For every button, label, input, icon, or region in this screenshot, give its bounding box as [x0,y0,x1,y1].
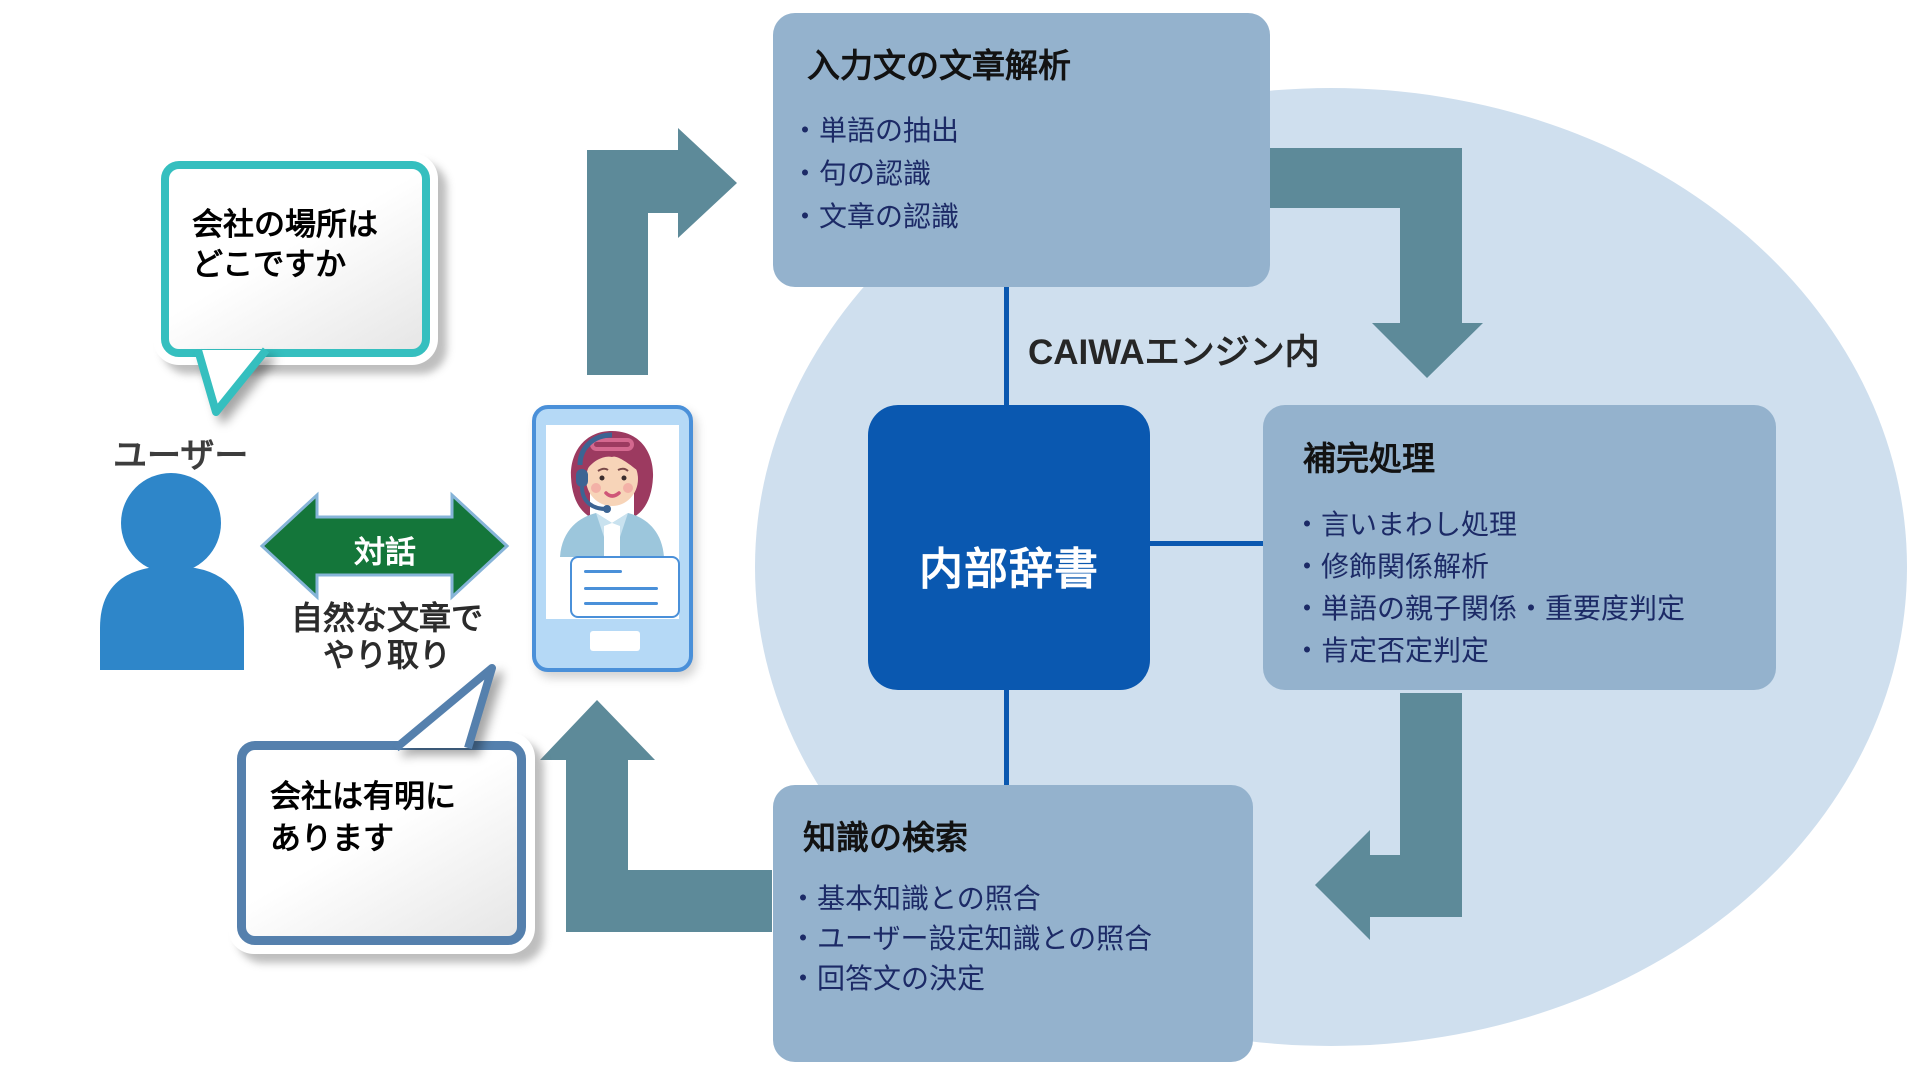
dialog-note-line: やり取り [322,637,451,673]
bubble-text-line: 会社の場所は [192,207,378,242]
list-item: ・修飾関係解析 [1293,551,1490,582]
answer-bubble-border [237,741,526,945]
chat-panel [570,556,680,618]
knowledge-search-box-list: ・基本知識との照合 ・ユーザー設定知識との照合 ・回答文の決定 [789,879,1253,999]
list-item: ・基本知識との照合 [789,883,1041,914]
bubble-text-line: 会社は有明に [270,779,456,814]
chat-line [584,587,658,590]
completion-box: 補完処理 ・言いまわし処理 ・修飾関係解析 ・単語の親子関係・重要度判定 ・肯定… [1263,405,1776,690]
knowledge-search-box: 知識の検索 ・基本知識との照合 ・ユーザー設定知識との照合 ・回答文の決定 [773,785,1253,1062]
phone-screen [546,425,680,619]
list-item: ・ユーザー設定知識との照合 [789,923,1153,954]
analysis-box: 入力文の文章解析 ・単語の抽出 ・句の認識 ・文章の認識 [773,13,1270,287]
dictionary-box: 内部辞書 [868,405,1150,690]
dialog-arrow-label: 対話 [354,535,416,570]
list-item: ・文章の認識 [791,201,960,232]
bubble-text-line: どこですか [192,247,347,282]
knowledge-search-box-title: 知識の検索 [803,819,968,856]
flow-arrow-up-right-icon [587,128,737,375]
operator-avatar-icon [560,431,664,557]
completion-box-title: 補完処理 [1303,440,1435,477]
engine-region-label: CAIWAエンジン内 [1028,333,1320,372]
bubble-text-line: あります [270,821,394,856]
user-icon [100,473,244,670]
flow-arrow-left-up-icon [540,700,772,932]
dialog-note-line: 自然な文章で [290,600,483,636]
answer-bubble-text: 会社は有明に あります [270,776,456,860]
list-item: ・単語の抽出 [791,115,960,146]
list-item: ・言いまわし処理 [1293,509,1518,540]
dialog-note: 自然な文章で やり取り [252,600,522,674]
connector-analysis-dictionary [1004,287,1009,405]
list-item: ・句の認識 [791,158,932,189]
phone-avatar-icon [532,405,693,672]
list-item: ・肯定否定判定 [1293,635,1490,666]
list-item: ・単語の親子関係・重要度判定 [1293,593,1686,624]
analysis-box-title: 入力文の文章解析 [807,47,1071,84]
chat-line [584,570,622,573]
question-bubble-text: 会社の場所は どこですか [192,205,378,285]
analysis-box-list: ・単語の抽出 ・句の認識 ・文章の認識 [791,109,1270,238]
completion-box-list: ・言いまわし処理 ・修飾関係解析 ・単語の親子関係・重要度判定 ・肯定否定判定 [1293,504,1776,672]
question-bubble-border [161,161,430,357]
phone-home-button [590,631,640,651]
user-label: ユーザー [113,437,249,475]
list-item: ・回答文の決定 [789,963,986,994]
connector-dictionary-search [1004,690,1009,785]
dictionary-box-title: 内部辞書 [919,544,1099,594]
chat-line [584,602,658,605]
connector-dictionary-completion [1150,541,1263,546]
